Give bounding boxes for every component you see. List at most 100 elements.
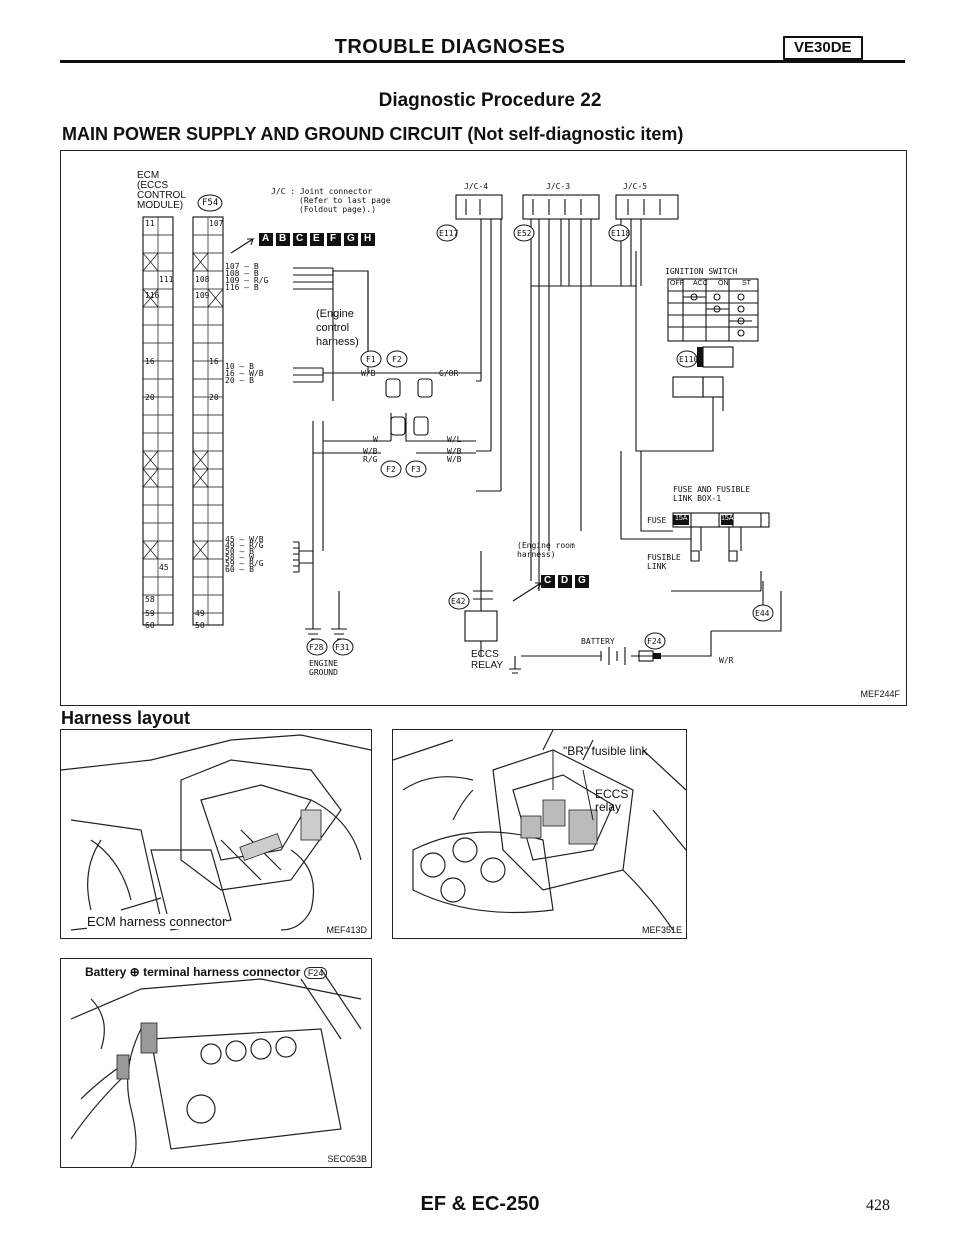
photo-ecm-connector: ECM harness connector MEF413D [60,729,372,939]
relay-label-line: ECCS [471,649,499,660]
pin-label: 116 — B [225,283,259,292]
pin-label: 60 — B [225,565,254,574]
connector-ref-e42: E42 [451,597,466,606]
photo-fusible-link: "BR" fusible link ECCS relay MEF351E [392,729,687,939]
connector-ref-e52: E52 [517,229,532,238]
fusible-link-line: FUSIBLE [647,553,681,562]
ignition-pos: ST [742,280,751,287]
caption-line: relay [595,800,622,814]
connector-letter: G [347,233,355,244]
pin-group-1: 107 — B 108 — B 109 — R/G 116 — B [225,262,269,292]
pin-label: 45 — W/B [225,535,264,544]
connector-letter: C [544,575,552,586]
pin-number: 116 [145,291,160,300]
fuse-value: 15A [675,515,688,522]
ignition-pos: ACC [693,280,708,287]
pin-number: 60 [145,621,155,630]
pin-number: 16 [209,357,219,366]
engine-control-harness-label: (Engine control harness) [316,307,359,349]
pin-group-3: 45 — W/B 49 — R/G 50 — B 58 — W 59 — R/G… [225,535,264,574]
ignition-pos: OFF [670,280,684,287]
photo-caption-top: "BR" fusible link [563,744,648,758]
ignition-pos: ON [718,280,729,287]
connector-ref-f2: F2 [392,355,402,364]
connector-letter: F [330,233,337,244]
connector-ref-f3: F3 [411,465,421,474]
fuse-box-label: FUSE AND FUSIBLE LINK BOX-1 [673,485,750,503]
page-number: 428 [866,1197,890,1214]
footer-section-id: EF & EC-250 [420,1193,540,1215]
jc-note-line: (Refer to last page [299,196,391,205]
pin-label: 20 — B [225,376,254,385]
wiring-diagram: ECM (ECCS CONTROL MODULE) F54 J/C : Join… [60,150,907,706]
pin-number: 59 [145,609,155,618]
ground-label-line: GROUND [309,668,338,677]
connector-ref-f1: F1 [366,355,376,364]
connector-ref-e44: E44 [755,609,770,618]
wiring-svg [142,194,782,674]
connector-ref-e110: E110 [679,355,699,364]
photo-caption-mid: ECCS relay [595,788,628,814]
connector-ref-f24: F24 [647,637,662,646]
pin-number: 111 [159,275,174,284]
engine-badge: VE30DE [783,36,863,60]
pin-label: 107 — B [225,262,259,271]
harness-label-line: control [316,322,350,334]
wire-color-label: W/L [447,435,462,444]
ecm-connector-ref: F54 [202,198,219,208]
harness-label-line: harness) [517,550,556,559]
relay-label-line: RELAY [471,660,504,671]
fuse-value: 15A [721,515,734,522]
jc-label-4: J/C-4 [464,182,489,191]
photo-caption: ECM harness connector [87,914,227,929]
ground-label-line: ENGINE [309,659,338,668]
ecm-label: ECM (ECCS CONTROL MODULE) [137,171,186,211]
jc-note: J/C : Joint connector (Refer to last pag… [271,187,391,214]
pin-number: 20 [145,393,155,402]
connector-ref-e118: E118 [611,229,631,238]
fuse-label: FUSE [647,516,667,525]
pin-label: 58 — W [225,553,254,562]
pin-label: 59 — R/G [225,559,264,568]
connector-letter: E [313,233,320,244]
pin-label: 16 — W/B [225,369,264,378]
photo-caption: Battery ⊕ terminal harness connector F24 [85,965,328,979]
connector-letter: H [364,233,372,244]
connector-letter: C [296,233,304,244]
photo-code: MEF351E [641,925,682,935]
jc-note-line: (Foldout page).) [299,205,377,214]
battery-connector-ref: F24 [303,967,328,979]
engine-ground-label: ENGINE GROUND [309,659,338,677]
connector-ref-f28: F28 [309,643,324,652]
battery-caption-text: Battery ⊕ terminal harness connector [85,965,301,979]
jc-label-5: J/C-5 [623,182,648,191]
wire-color-label: G/OR [439,369,459,378]
harness-label-line: (Engine [316,308,354,320]
connector-ref-f31: F31 [335,643,350,652]
fuse-box-line: LINK BOX-1 [673,494,722,503]
pin-number: 58 [145,595,155,604]
ecm-label-line: MODULE) [137,200,184,211]
connector-letter: A [262,233,270,244]
pin-number: 107 [209,219,224,228]
wire-color-label: W/R [719,656,734,665]
connector-letter: G [578,575,586,586]
fusible-link-line: LINK [647,562,667,571]
connector-letter: D [561,575,569,586]
pin-number: 16 [145,357,155,366]
section-title: MAIN POWER SUPPLY AND GROUND CIRCUIT (No… [62,124,684,144]
harness-title: Harness layout [61,708,191,728]
wire-color-label: W/B [361,369,376,378]
harness-label-line: (Engine room [517,541,575,550]
photo-code: MEF413D [326,925,367,935]
pin-label: 109 — R/G [225,276,269,285]
battery-label: BATTERY [581,637,615,646]
wire-color-label: W [373,435,378,444]
header-title: TROUBLE DIAGNOSES [334,36,566,58]
pin-label: 50 — B [225,547,254,556]
pin-number: 45 [159,563,169,572]
harness-label-line: harness) [316,336,359,348]
jc-label-3: J/C-3 [546,182,571,191]
wire-color-label: W/B [447,447,462,456]
pin-label: 108 — B [225,269,259,278]
